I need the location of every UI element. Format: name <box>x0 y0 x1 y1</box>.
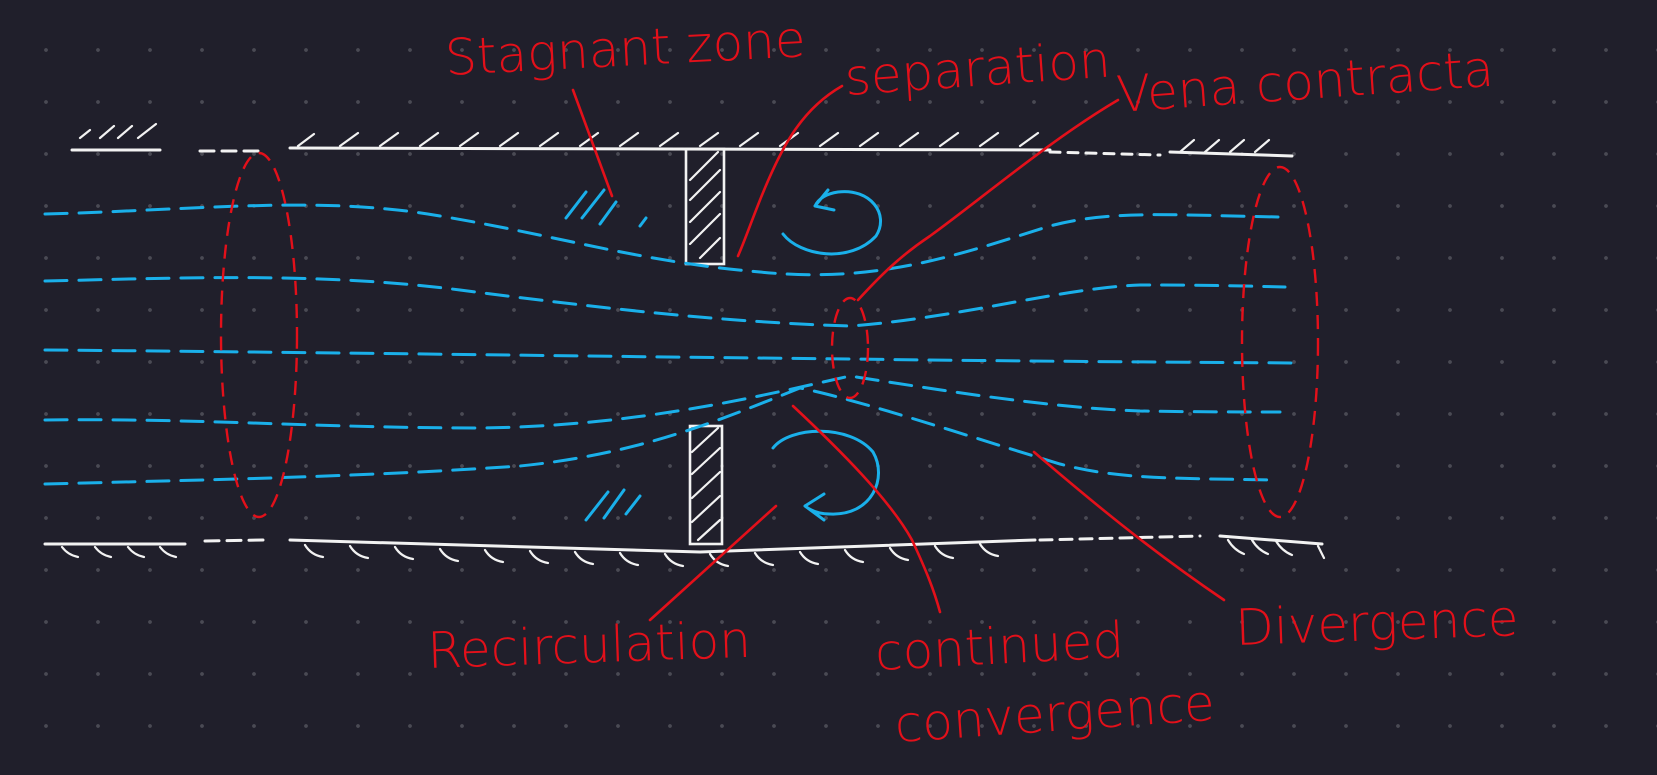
label-stagnant-zone: Stagnant zone <box>444 10 807 87</box>
streamline-5 <box>43 386 1274 486</box>
annotation-leaders <box>571 84 1226 622</box>
streamline-2 <box>43 276 1287 328</box>
dashed-ellipses <box>219 151 1320 519</box>
streamline-4 <box>43 374 1282 430</box>
upper-orifice-plate <box>684 147 726 266</box>
top-pipe-wall <box>70 146 1294 158</box>
label-vena-contracta: Vena contracta <box>1115 40 1496 124</box>
streamline-3 <box>43 348 1302 365</box>
label-continued: continued <box>874 611 1126 682</box>
lower-eddy-arrow <box>771 429 880 522</box>
outlet-cross-section <box>1240 165 1320 519</box>
stagnant-zone-leader <box>571 88 614 198</box>
lower-orifice-plate <box>688 424 724 546</box>
continued-convergence-leader <box>791 404 942 614</box>
recirculation-eddies <box>564 188 882 522</box>
divergence-leader <box>1032 450 1226 602</box>
lower-stagnant-hatch <box>584 488 642 522</box>
label-separation: separation <box>843 31 1113 107</box>
recirculation-leader <box>648 504 778 622</box>
streamline-1 <box>43 203 1282 277</box>
label-divergence: Divergence <box>1234 589 1519 657</box>
upper-eddy-arrow <box>781 188 882 256</box>
bottom-pipe-wall <box>43 534 1324 554</box>
upper-stagnant-hatch <box>564 188 648 228</box>
label-recirculation: Recirculation <box>426 611 751 680</box>
vena-contracta-leader <box>856 98 1120 302</box>
streamlines <box>43 203 1302 486</box>
vena-contracta-circle <box>830 296 870 400</box>
top-wall-hatching <box>78 122 1271 154</box>
inlet-cross-section <box>219 151 299 519</box>
label-convergence: convergence <box>893 674 1217 754</box>
separation-leader <box>736 84 844 258</box>
bottom-wall-hatching <box>60 538 1326 568</box>
